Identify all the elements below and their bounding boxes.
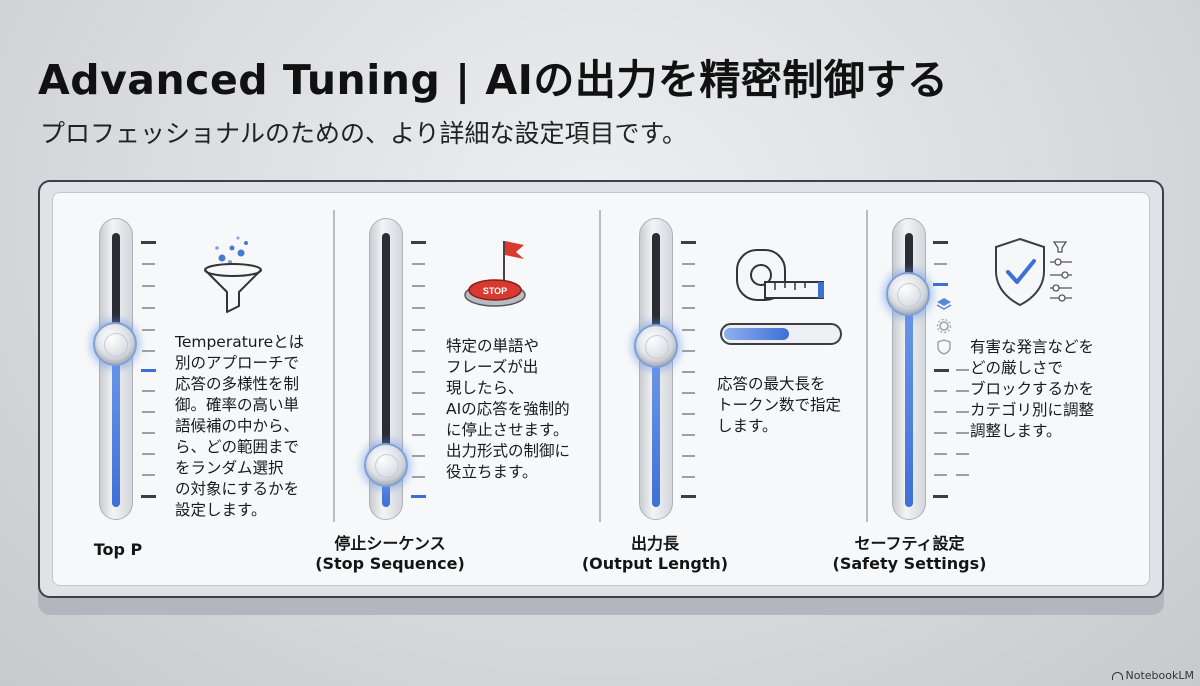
column-divider [866,210,868,522]
stop-text: STOP [483,286,507,296]
output-length-description: 応答の最大長を トークン数で指定 します。 [717,375,842,435]
stop-sequence-description: 特定の単語や フレーズが出 現したら、 AIの応答を強制的 に停止させます。 出… [446,337,571,481]
safety-settings-description: 有害な発言などを どの厳しさで ブロックするかを カテゴリ別に調整 調整します。 [970,338,1095,440]
slider-fill [652,353,660,507]
small-shield-icon [937,339,951,355]
safety-settings-slider-track[interactable] [892,218,926,520]
slider-fill [905,293,913,507]
stop-sequence-slider-knob[interactable] [364,443,408,487]
shield-check-icon [995,237,1072,307]
output-length-slider-track[interactable] [639,218,673,520]
top-p-slider-knob[interactable] [93,322,137,366]
top-p-label: Top P [93,540,143,559]
output-length-label: 出力長 (Output Length) [581,534,729,573]
slider-groove [905,233,913,283]
settings-panel [38,180,1164,598]
output-length-slider-knob[interactable] [634,324,678,368]
notebooklm-watermark: NotebookLM [1111,669,1194,682]
column-divider [333,210,335,522]
funnel-icon [204,236,262,313]
slider-groove [652,233,660,343]
watermark-text: NotebookLM [1125,669,1194,682]
top-p-slider-track[interactable] [99,218,133,520]
progress-fill [724,328,789,340]
tape-measure-icon [736,249,824,301]
filter-icon [1052,241,1068,253]
safety-settings-slider-knob[interactable] [886,272,930,316]
notebooklm-logo-icon [1111,672,1123,680]
panel-inner [52,192,1150,586]
stop-button-flag-icon: STOP [464,241,526,307]
slider-fill [112,345,120,507]
page-title: Advanced Tuning | AIの出力を精密制御する [38,56,949,104]
safety-category-icons [936,298,952,355]
slider-groove [112,233,120,335]
page-subtitle: プロフェッショナルのための、より詳細な設定項目です。 [40,119,688,148]
output-length-progress-bar [720,323,842,345]
top-p-description: Temperatureとは 別のアプローチで 応答の多様性を制 御。確率の高い単… [175,333,305,519]
column-divider [599,210,601,522]
stop-sequence-label: 停止シーケンス (Stop Sequence) [315,534,465,573]
layers-icon [936,298,952,310]
gear-icon [936,318,952,334]
safety-settings-label: セーフティ設定 (Safety Settings) [832,534,987,573]
slider-groove [382,233,390,453]
